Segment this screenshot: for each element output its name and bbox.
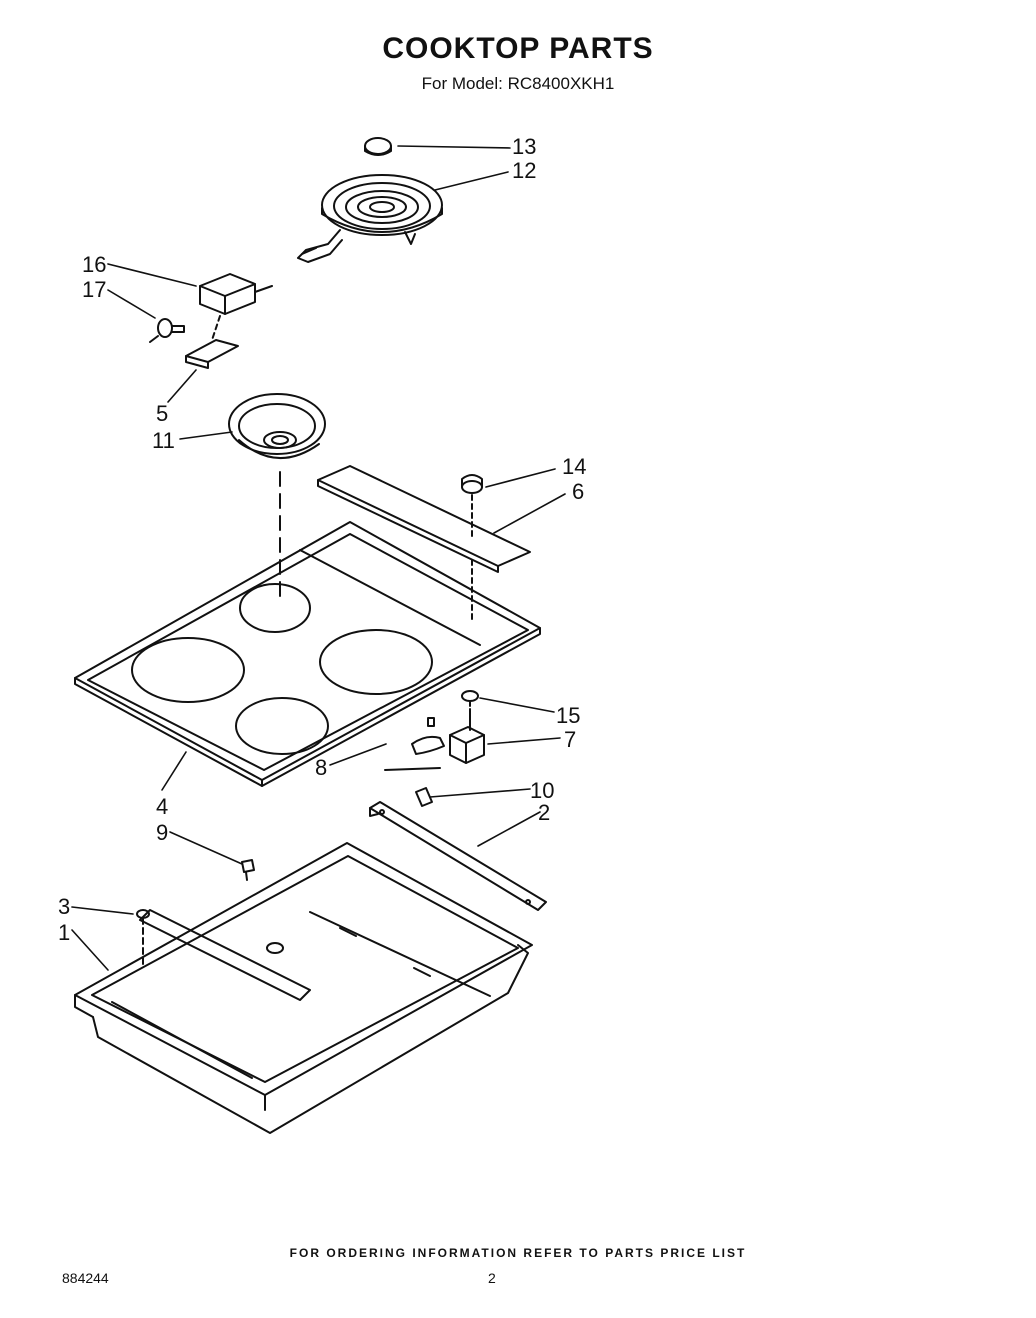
callout-14: 14 xyxy=(562,454,587,479)
part-8-wire-harness xyxy=(384,717,445,771)
callout-1: 1 xyxy=(58,920,71,945)
callout-15: 15 xyxy=(556,703,581,728)
callout-10: 10 xyxy=(530,778,555,803)
callout-4: 4 xyxy=(156,794,169,819)
callout-2: 2 xyxy=(538,800,551,825)
leader-lines xyxy=(71,145,566,971)
page-title: COOKTOP PARTS xyxy=(382,32,654,65)
callout-11: 11 xyxy=(152,428,175,453)
part-17-terminal xyxy=(149,318,185,343)
part-10-wire-nut xyxy=(415,787,433,807)
callout-7: 7 xyxy=(564,727,577,752)
callout-13: 13 xyxy=(512,134,537,159)
part-16-receptacle xyxy=(199,273,273,315)
part-7-switch xyxy=(449,711,485,764)
callout-8: 8 xyxy=(315,755,328,780)
callout-16: 16 xyxy=(82,252,107,277)
model-subtitle: For Model: RC8400XKH1 xyxy=(421,74,615,93)
part-9-screw xyxy=(241,859,255,881)
document-code: 884244 xyxy=(62,1270,109,1286)
part-11-drip-bowl xyxy=(228,393,326,601)
callout-12: 12 xyxy=(512,158,537,183)
part-15-washer xyxy=(461,690,479,713)
part-5-terminal-block xyxy=(185,315,239,369)
part-4-cooktop-top xyxy=(74,521,541,787)
callout-6: 6 xyxy=(572,479,585,504)
callout-9: 9 xyxy=(156,820,169,845)
page-number: 2 xyxy=(488,1270,496,1286)
part-2-rear-bracket xyxy=(369,801,547,911)
part-14-knob xyxy=(461,474,483,541)
part-6-control-strip xyxy=(317,465,531,573)
callout-3: 3 xyxy=(58,894,71,919)
part-12-surface-element xyxy=(297,174,443,263)
ordering-note: FOR ORDERING INFORMATION REFER TO PARTS … xyxy=(289,1246,747,1260)
part-13-cap xyxy=(364,137,392,156)
callout-17: 17 xyxy=(82,277,107,302)
callout-5: 5 xyxy=(156,401,169,426)
part-1-burner-box xyxy=(74,842,533,1134)
